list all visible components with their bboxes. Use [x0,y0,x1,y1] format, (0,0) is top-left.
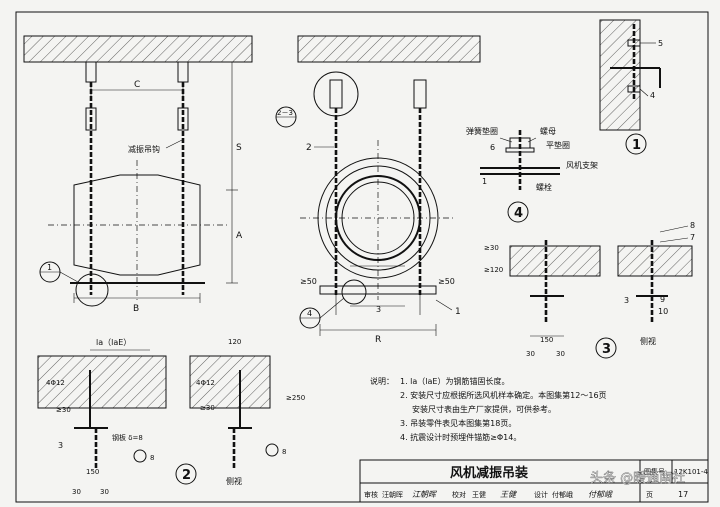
label-flat-washer: 平垫圈 [546,140,570,150]
dim-8-d2-right: 8 [282,448,286,456]
reviewer-sign: 江朝晖 [412,490,438,499]
detail-2-badge [175,463,197,485]
detail-2: la（laE） 4Φ12 4Φ12 钢板 δ=8 ≥30 ≥30 120 ≥25… [37,338,305,496]
notes-heading: 说明： [370,376,394,386]
dim-30-d2-a: 30 [72,488,81,496]
label-side-view-d3: 侧视 [640,336,656,346]
dim-a: A [236,231,243,241]
callout-3-d3: 3 [624,296,629,305]
designer-name: 付郁峨 [552,490,573,499]
page-label: 页 [646,491,653,499]
note-4: 3. 吊装零件表见本图集第18页。 [400,418,516,428]
ceiling-slab-left [23,35,253,63]
note-2: 2. 安装尺寸应根据所选风机样本确定。本图集第12～16页 [400,390,607,400]
dim-ge250-d2: ≥250 [286,394,305,402]
detail-ref-1-label: 1 [47,263,52,272]
dim-s: S [236,143,242,153]
dim-30-d3-left: 30 [526,350,535,358]
callout-2-center: 2 [306,143,312,153]
atlas-label: 图集号 [644,467,665,476]
callout-1-d4: 1 [482,177,487,186]
dim-b: B [133,304,139,314]
callout-8-d3: 8 [690,221,695,230]
check-label: 校对 [452,490,466,499]
detail-4-badge [507,201,529,223]
callout-3-d2: 3 [58,441,63,450]
callout-1-center: 1 [455,307,461,317]
detail-1-badge [625,133,647,155]
label-damper-hook: 减振吊钩 [128,144,160,154]
label-fan-bracket: 风机支架 [566,160,598,170]
dim-ge30-d2-left: ≥30 [56,406,71,414]
checker-name: 王健 [472,490,486,499]
label-anchor-len: la（laE） [96,338,131,347]
dim-150-d3: 150 [540,336,553,344]
page-number: 17 [678,490,688,499]
callout-10: 10 [658,307,668,316]
note-5: 4. 抗震设计时预埋件锚筋≥Φ14。 [400,432,521,442]
label-nut: 螺母 [540,126,556,136]
detail-4-number: 4 [514,206,523,221]
note-1: 1. la（laE）为钢筋锚固长度。 [400,376,509,386]
reviewer-name: 汪朝晖 [382,491,403,499]
dim-120-d2: 120 [228,338,241,346]
label-steel-plate: 钢板 δ=8 [112,433,143,442]
detail-2-number: 2 [182,468,191,483]
dim-ge50-left: ≥50 [300,277,317,286]
dim-30-d3-right: 30 [556,350,565,358]
design-label: 设计 [534,490,548,499]
label-spring-washer: 弹簧垫圈 [466,126,498,136]
left-elevation: C 减振吊钩 1 B S A [23,35,253,314]
callout-4-d1: 4 [650,91,655,100]
atlas-number: 12K101-4 [674,468,708,476]
review-label: 审核 [364,490,378,499]
title-block: 风机减振吊装 图集号 12K101-4 页 17 审核 汪朝晖 江朝晖 校对 王… [359,459,709,503]
dim-r: R [375,335,381,345]
notes-block: 说明： 1. la（laE）为钢筋锚固长度。 2. 安装尺寸应根据所选风机样本确… [370,376,607,442]
designer-sign: 付郁峨 [588,490,613,499]
dim-c: C [134,80,140,90]
detail-4: 弹簧垫圈 螺母 平垫圈 风机支架 螺栓 6 1 4 [466,126,598,223]
label-side-view-d2: 侧视 [226,476,242,486]
callout-7: 7 [690,233,695,242]
label-rebar-right: 4Φ12 [196,379,215,387]
callout-5: 5 [658,39,663,48]
dim-ge120-d3: ≥120 [484,266,503,274]
dim-150-d2: 150 [86,468,99,476]
detail-3-badge [595,337,617,359]
dim-ge30-d3: ≥30 [484,244,499,252]
checker-sign: 王健 [500,490,517,499]
detail-1: 5 4 1 [599,19,663,155]
center-elevation: 2－3 2 ≥50 ≥50 3 1 R 4 [275,35,481,345]
ref-2-3: 2－3 [277,109,293,117]
dim-ge50-right: ≥50 [438,277,455,286]
detail-ref-4-label: 4 [307,309,312,318]
callout-9: 9 [660,295,665,304]
callout-6: 6 [490,143,495,152]
label-rebar-left: 4Φ12 [46,379,65,387]
detail-1-number: 1 [632,138,641,153]
drawing-title: 风机减振吊装 [450,465,528,481]
note-3: 安装尺寸表由生产厂家提供，可供参考。 [412,404,556,414]
detail-3-number: 3 [602,342,611,357]
ceiling-slab-center [297,35,481,63]
watermark: 头条 @暖通南社 [590,470,685,486]
dim-8-d2-left: 8 [150,454,154,462]
label-bolt: 螺栓 [536,182,552,192]
detail-3: ≥30 ≥120 8 7 3 9 10 150 30 30 3 侧视 [484,221,695,359]
dim-ge30-d2-right: ≥30 [200,404,215,412]
detail-ref-1-circle [75,273,109,307]
dim-30-d2-b: 30 [100,488,109,496]
dim-3-center: 3 [376,305,381,314]
